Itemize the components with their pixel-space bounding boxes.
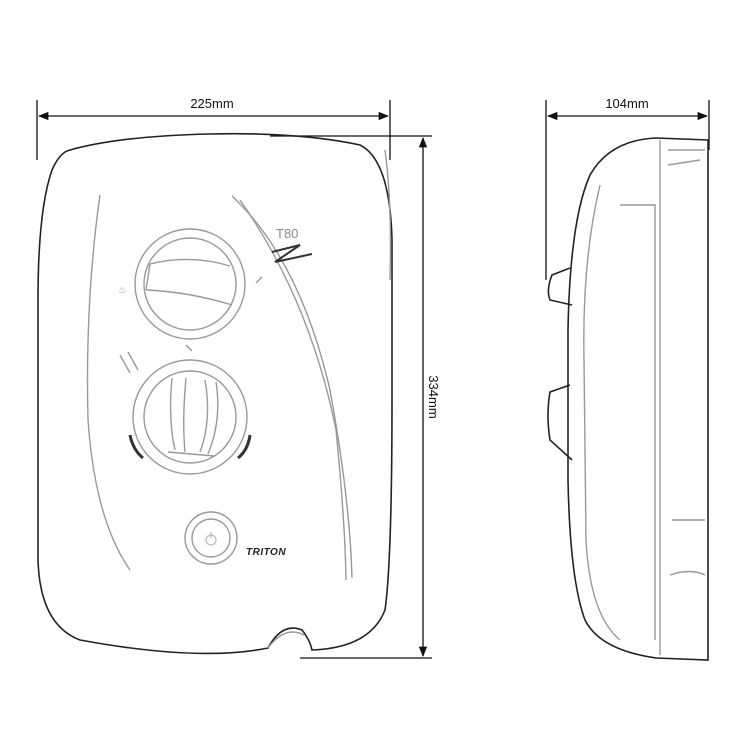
front-view: ♨ TRITON T80	[37, 132, 393, 655]
model-label: T80	[276, 226, 298, 241]
depth-dimension: 104mm	[545, 96, 710, 280]
width-label: 225mm	[190, 96, 233, 111]
svg-text:♨: ♨	[118, 285, 127, 296]
depth-label: 104mm	[605, 96, 648, 111]
side-view	[547, 137, 709, 661]
brand-logo: TRITON	[246, 547, 286, 558]
height-label: 334mm	[426, 375, 441, 418]
temperature-dial-icon: ♨	[118, 228, 263, 352]
flow-dial-icon	[119, 351, 252, 475]
height-dimension: 334mm	[270, 135, 441, 659]
width-dimension: 225mm	[36, 96, 391, 160]
power-button-icon	[184, 511, 238, 565]
